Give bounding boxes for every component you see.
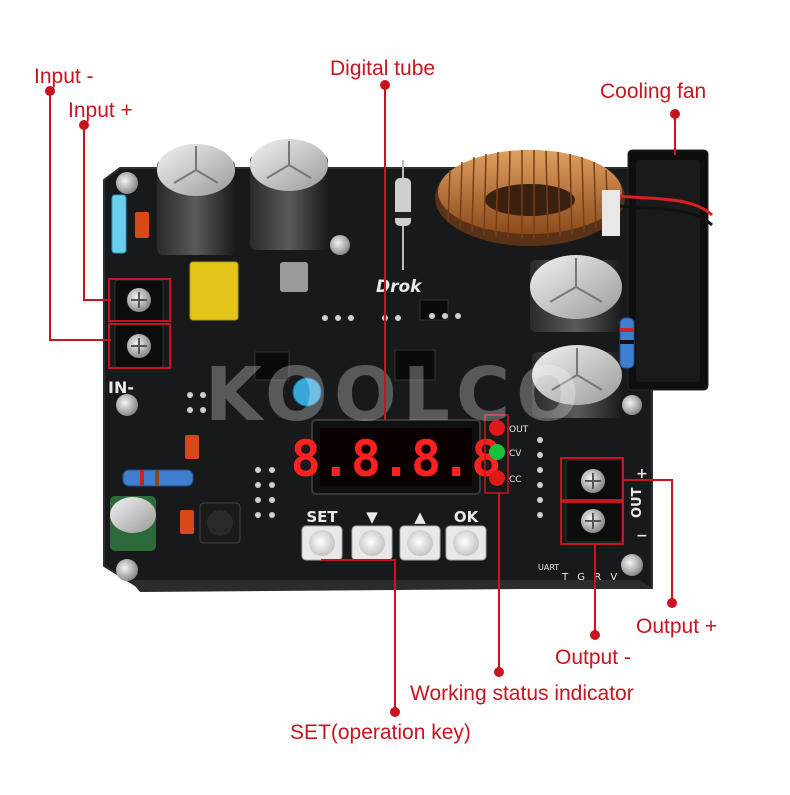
yellow-capacitor (189, 261, 239, 321)
cooling-fan (602, 149, 714, 391)
mounting-screw (330, 235, 350, 255)
input-capacitor-left (157, 144, 235, 255)
label-cooling-fan: Cooling fan (600, 80, 707, 103)
leader-status-indicator (498, 493, 500, 671)
status-indicators: OUT CV CC (489, 420, 529, 486)
fuse (111, 194, 127, 254)
leader-dot-output-plus (667, 598, 677, 608)
input-minus-highlight (108, 323, 171, 369)
leader-dot-output-minus (590, 630, 600, 640)
watermark: KOOLCO (205, 352, 585, 438)
terminal-out-label: OUT (630, 487, 645, 518)
ic-chip (394, 349, 436, 381)
out-plus-sign: + (636, 466, 648, 482)
label-digital-tube: Digital tube (330, 57, 436, 80)
down-key-label: ▼ (366, 508, 378, 526)
set-key-label: SET (306, 508, 338, 526)
led-cv (489, 444, 505, 460)
mounting-screw (116, 394, 138, 416)
leader-digital-tube (384, 85, 386, 420)
label-input-plus: Input + (68, 99, 133, 122)
input-capacitor-right (250, 139, 328, 250)
brand-logo: Drok (376, 277, 423, 297)
diode (395, 178, 411, 226)
leader-output-minus (594, 543, 596, 634)
indicator-out-label: OUT (509, 425, 529, 435)
mounting-screw (116, 172, 138, 194)
electrolytic-capacitor (110, 496, 156, 551)
label-input-minus: Input - (34, 65, 94, 88)
leader-dot-status-indicator (494, 667, 504, 677)
leader-input-plus (83, 124, 85, 300)
ok-key-label: OK (454, 508, 480, 526)
label-set-operation-key: SET(operation key) (290, 721, 471, 744)
label-output-minus: Output - (555, 646, 631, 669)
out-minus-sign: − (636, 528, 648, 544)
up-key-label: ▲ (414, 508, 426, 526)
mounting-screw (116, 559, 138, 581)
led-out (489, 420, 505, 436)
display-digits: 8.8.8.8 (291, 430, 502, 488)
uart-pins: T G R V (561, 572, 620, 583)
up-button[interactable] (407, 530, 433, 556)
digital-tube: 8.8.8.8 (291, 419, 502, 495)
down-button[interactable] (359, 530, 385, 556)
label-output-plus: Output + (636, 615, 718, 638)
toroid-inductor (435, 150, 625, 246)
leader-cooling-fan (674, 113, 676, 155)
output-capacitor-bottom (532, 345, 622, 418)
leader-set-key (394, 560, 396, 711)
output-capacitor-top (530, 255, 622, 332)
uart-label: UART (538, 563, 559, 572)
terminal-in-label: IN- (108, 378, 134, 397)
small-capacitor (292, 377, 322, 407)
ok-button[interactable] (453, 530, 479, 556)
indicator-cv-label: CV (509, 449, 522, 459)
label-working-status-indicator: Working status indicator (410, 682, 634, 705)
output-minus-highlight (560, 501, 624, 545)
leader-output-plus (671, 480, 673, 602)
button-row: SET ▼ ▲ OK (301, 508, 487, 561)
mounting-screw (621, 554, 643, 576)
set-button[interactable] (309, 530, 335, 556)
indicator-cc-label: CC (509, 475, 522, 485)
led-cc (489, 470, 505, 486)
leader-dot-set-key (390, 707, 400, 717)
leader-input-minus (49, 90, 51, 340)
mounting-screw (622, 395, 642, 415)
